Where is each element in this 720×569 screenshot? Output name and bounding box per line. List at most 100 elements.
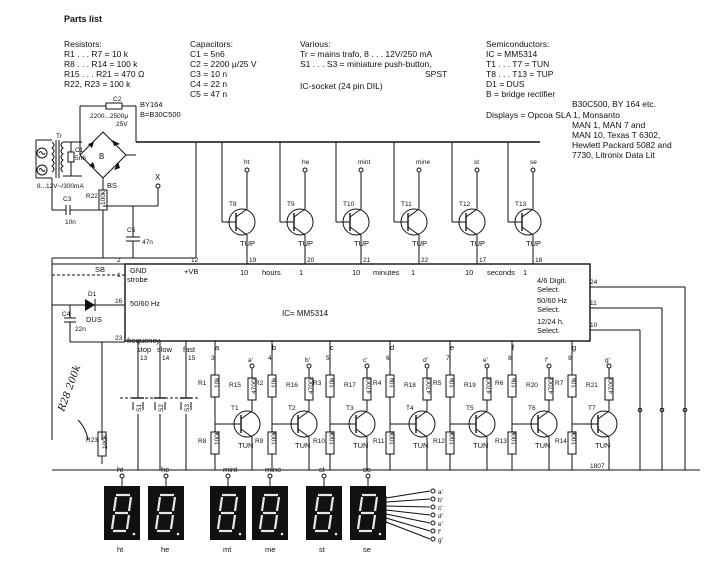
- c2-label: C2: [113, 96, 122, 103]
- display-top-label: he: [161, 465, 169, 474]
- resistor-value: 100k: [449, 430, 456, 445]
- select-digit-2: Select.: [537, 285, 560, 294]
- various-line-2: S1 . . . S3 = miniature push-button,: [300, 59, 432, 69]
- display-terminal: [163, 473, 169, 479]
- display-bottom-label: st: [319, 545, 326, 554]
- resistor-line-1: R1 . . . R7 = 10 k: [64, 49, 129, 59]
- display-terminal: [119, 473, 125, 479]
- trafo-label: Tr: [56, 133, 63, 140]
- digit-label-st: 10: [465, 268, 473, 277]
- digit-output-terminal: [244, 167, 250, 173]
- select-digit-1: 4/6 Digit.: [537, 276, 567, 285]
- d1-label: D1: [88, 291, 97, 298]
- r23-label: R23: [86, 437, 98, 444]
- various-line-4: IC-socket (24 pin DIL): [300, 81, 383, 91]
- segment-bus-label: c': [438, 505, 443, 512]
- semis-line-6: B30C500, BY 164 etc.: [572, 99, 656, 109]
- c1-label: C1: [75, 147, 84, 154]
- power-supply: Tr 8...12V~/300mA C1 5n6 B BY164 B=B30C5…: [35, 96, 540, 259]
- digit-output-label: ht: [244, 159, 250, 166]
- segment-output-label: f': [545, 357, 548, 364]
- transistor-name: T8: [229, 201, 237, 208]
- pin-label: 5: [326, 355, 330, 362]
- transistor-type: TUP: [526, 239, 541, 248]
- parts-list-title: Parts list: [64, 14, 102, 24]
- transistor-type: TUN: [595, 441, 610, 450]
- c4-value: 22n: [75, 326, 86, 333]
- resistor-value: 100k: [271, 430, 278, 445]
- transistor-icon: [530, 410, 558, 438]
- segment-output-label: g': [605, 357, 610, 364]
- ic-fast: fast: [183, 345, 196, 354]
- segment-output-terminal: [546, 363, 552, 369]
- transistor-name: T2: [288, 405, 296, 412]
- display-bottom-label: me: [265, 545, 275, 554]
- digit-output-label: he: [302, 159, 310, 166]
- digit-output-terminal: [474, 167, 480, 173]
- display-bottom-label: he: [161, 545, 169, 554]
- ac-source-icon: [36, 164, 48, 176]
- transformer-primary: [51, 141, 55, 173]
- bridge-alt-label: B=B30C500: [140, 110, 181, 119]
- c1-capacitor: [67, 151, 75, 163]
- segment-bus-terminal: [430, 488, 436, 494]
- segment-pin-label: a: [215, 343, 220, 352]
- c5-value: 47n: [142, 239, 153, 246]
- resistor-label: R5: [433, 380, 442, 387]
- transistor-type: TUP: [240, 239, 255, 248]
- pin-label: 15: [188, 355, 196, 362]
- display-terminal: [225, 473, 231, 479]
- resistor-value: 470Ω: [308, 378, 315, 394]
- pin-label: 17: [479, 257, 487, 264]
- select-jumper-digits[interactable]: [682, 407, 688, 413]
- digit-label-mint: 10: [352, 268, 360, 277]
- semis-line-10: Hewlett Packard 5082 and: [572, 140, 672, 150]
- semis-line-4: D1 = DUS: [486, 79, 525, 89]
- segment-pin-label: g: [572, 343, 576, 352]
- segment-output-terminal: [424, 363, 430, 369]
- transistor-icon: [408, 410, 436, 438]
- resistor-value: 10k: [271, 377, 278, 388]
- pin-label: 19: [249, 257, 257, 264]
- select-h-2: Select.: [537, 326, 560, 335]
- dus-label: DUS: [86, 315, 102, 324]
- transistor-name: T12: [459, 201, 471, 208]
- display-top-label: se: [363, 465, 371, 474]
- capacitor-line-5: C5 = 47 n: [190, 89, 227, 99]
- select-jumper-24h[interactable]: [637, 407, 643, 413]
- x-terminal: [155, 183, 161, 189]
- various-line-3: SPST: [425, 69, 447, 79]
- pin-label: 24: [590, 279, 598, 286]
- pin-label: 9: [568, 355, 572, 362]
- ic-frequency: frequency: [127, 336, 160, 345]
- ic-hours: hours: [262, 268, 281, 277]
- resistor-label: R10: [313, 438, 325, 445]
- resistor-label: R19: [464, 382, 476, 389]
- resistor-label: R21: [586, 382, 598, 389]
- select-jumper-50hz[interactable]: [659, 407, 665, 413]
- semiconductors-block: Semiconductors: IC = MM5314 T1 . . . T7 …: [486, 39, 672, 160]
- segment-bus-terminal: [430, 504, 436, 510]
- mains-label: 8...12V~/300mA: [37, 183, 84, 190]
- display-terminal: [321, 473, 327, 479]
- c2-value: 2200...2500μ: [90, 113, 128, 120]
- pin-label: 11: [590, 300, 597, 307]
- transistor-type: TUN: [238, 441, 253, 450]
- semis-line-8: MAN 1, MAN 7 and: [572, 120, 645, 130]
- ic-seconds: seconds: [487, 268, 515, 277]
- c2-capacitor: [105, 102, 123, 110]
- segment-bus-terminal: [430, 536, 436, 542]
- display-top-label: st: [319, 465, 326, 474]
- display-top-label: mint: [223, 465, 238, 474]
- pin-label: 23: [115, 335, 123, 342]
- resistor-label: R12: [433, 438, 445, 445]
- c1-value: 5n6: [75, 155, 86, 162]
